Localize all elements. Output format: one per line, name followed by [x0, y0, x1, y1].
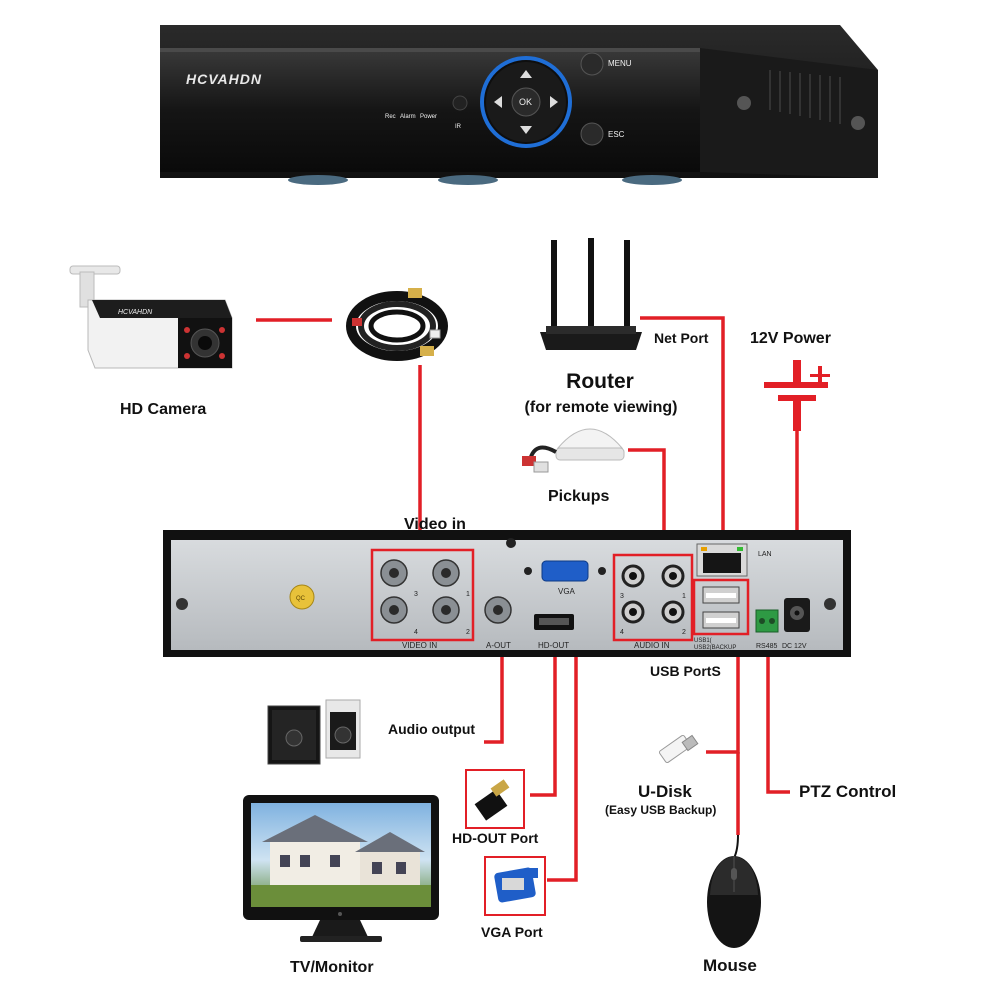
right-arrow-icon[interactable]: [550, 96, 558, 108]
front-foot: [438, 175, 498, 185]
router-label: Router: [566, 370, 634, 393]
speaker-icon: [267, 699, 361, 765]
microphone-icon: [522, 428, 625, 473]
tv-monitor-label: TV/Monitor: [290, 959, 374, 976]
camera-icon: HCVAHDN: [69, 265, 233, 369]
channel-3-label: 3: [414, 591, 418, 598]
hd-out-port-label: HD-OUT: [538, 641, 569, 650]
dvr-rear-panel: QC 3 1 4 2 VIDEO IN A-OUT VGA: [163, 530, 851, 657]
screw-icon: [851, 116, 865, 130]
qc-label: QC: [296, 596, 306, 602]
front-foot: [622, 175, 682, 185]
rs485-terminal[interactable]: [755, 609, 779, 633]
monitor-icon: [243, 795, 439, 942]
connector-lines: [256, 316, 799, 882]
screw-icon: [824, 598, 836, 610]
left-arrow-icon[interactable]: [494, 96, 502, 108]
router-sublabel: (for remote viewing): [525, 399, 678, 416]
lan-label: LAN: [758, 551, 772, 558]
audio-channel-2-label: 2: [682, 629, 686, 636]
net-port-line: [640, 316, 725, 555]
qc-sticker: [289, 584, 315, 610]
rs485-label: RS485: [756, 643, 778, 650]
screw-icon: [176, 598, 188, 610]
hd-out-port-caption: HD-OUT Port: [452, 830, 539, 846]
mouse-icon: [707, 834, 761, 948]
vga-port-label: VGA: [558, 587, 576, 596]
menu-button[interactable]: [580, 52, 604, 76]
front-foot: [288, 175, 348, 185]
usb-ports[interactable]: [692, 578, 750, 636]
audio-in-ports[interactable]: 3 1 4 2: [612, 553, 694, 642]
brand-logo: HCVAHDN: [186, 71, 262, 87]
audio-channel-1-label: 1: [682, 593, 686, 600]
ptz-control-label: PTZ Control: [799, 782, 896, 801]
audio-channel-3-label: 3: [620, 593, 624, 600]
a-out-label: A-OUT: [486, 641, 511, 650]
audio-output-label: Audio output: [388, 721, 475, 737]
u-disk-sublabel: (Easy USB Backup): [605, 803, 716, 817]
alarm-led-label: Alarm: [400, 114, 416, 120]
video-in-ports[interactable]: 3 1 4 2: [370, 548, 475, 642]
power-led-label: Power: [420, 114, 437, 120]
video-in-port-label: VIDEO IN: [402, 641, 437, 650]
hdmi-plug-icon: [465, 769, 525, 829]
power-symbol-icon: [764, 360, 830, 431]
channel-1-label: 1: [466, 591, 470, 598]
hd-camera-label: HD Camera: [120, 401, 206, 418]
ok-button[interactable]: [511, 87, 541, 117]
channel-2-label: 2: [466, 629, 470, 636]
audio-channel-4-label: 4: [620, 629, 624, 636]
vent-grille: [769, 70, 841, 124]
ir-sensor: [452, 95, 468, 111]
nav-pad[interactable]: OK: [480, 56, 572, 148]
pickups-label: Pickups: [548, 488, 609, 505]
pickups-line: [628, 448, 666, 553]
ground-screw: [506, 538, 516, 548]
usb1-label: USB1(: [694, 638, 712, 644]
cable-coil-icon: [346, 288, 448, 361]
camera-brand: HCVAHDN: [118, 309, 153, 316]
dc-label: DC 12V: [782, 643, 807, 650]
rec-led-label: Rec: [385, 114, 396, 120]
router-icon: [540, 238, 642, 350]
screw-icon: [737, 96, 751, 110]
ir-label: IR: [455, 124, 462, 130]
hdmi-line: [530, 640, 557, 797]
down-arrow-icon[interactable]: [520, 126, 532, 134]
esc-label: ESC: [608, 130, 625, 139]
vga-plug-icon: [484, 856, 546, 916]
usb2-label: USB2(BACKUP: [694, 645, 736, 651]
usb-ports-label: USB PortS: [650, 663, 721, 679]
dvr-front: HCVAHDN Rec Alarm Power IR OK MENU ESC: [160, 25, 878, 185]
ptz-line: [766, 615, 790, 794]
net-port-label: Net Port: [654, 330, 709, 346]
vga-port[interactable]: [541, 560, 589, 582]
vga-line: [547, 595, 578, 882]
ok-label: OK: [519, 97, 532, 107]
power-12v-label: 12V Power: [750, 330, 831, 347]
audio-out-line: [484, 625, 504, 744]
up-arrow-icon[interactable]: [520, 70, 532, 78]
menu-label: MENU: [608, 59, 632, 68]
esc-button[interactable]: [580, 122, 604, 146]
vga-port-caption: VGA Port: [481, 924, 543, 940]
channel-4-label: 4: [414, 629, 418, 636]
usb-stick-icon: [658, 734, 699, 764]
mouse-label: Mouse: [703, 956, 757, 975]
audio-in-port-label: AUDIO IN: [634, 641, 670, 650]
u-disk-label: U-Disk: [638, 782, 692, 801]
video-in-label: Video in: [404, 516, 466, 533]
